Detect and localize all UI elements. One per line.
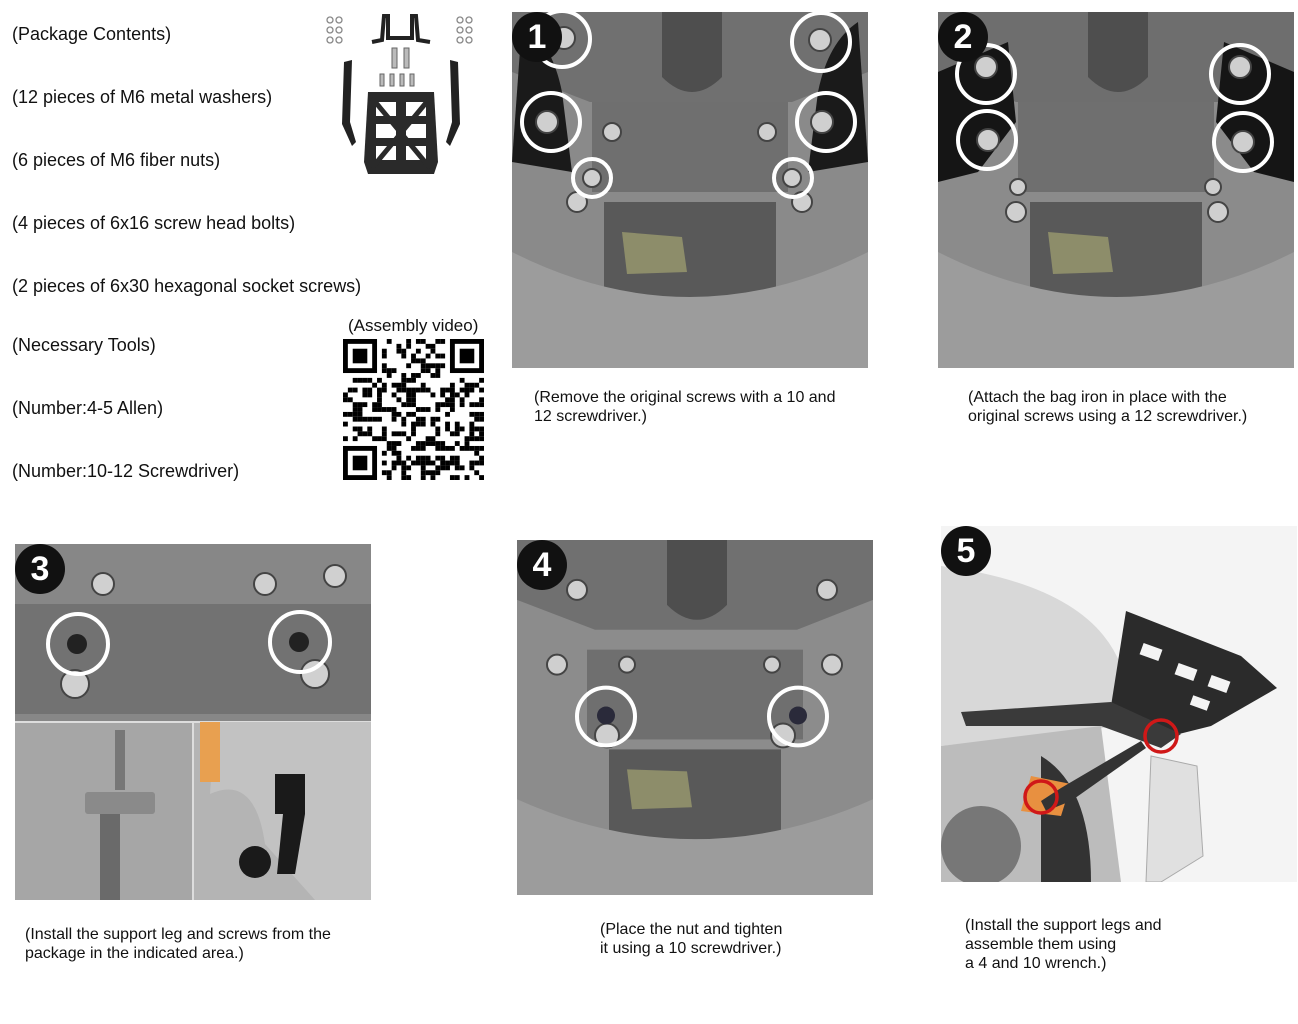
tools-title: (Necessary Tools)	[12, 335, 156, 355]
step-3-photo	[15, 544, 371, 900]
step-1-badge: 1	[512, 12, 562, 62]
step-1-photo	[512, 12, 868, 368]
package-item-socket-screws: (2 pieces of 6x30 hexagonal socket screw…	[12, 276, 362, 296]
tool-screwdriver: (Number:10-12 Screwdriver)	[12, 461, 240, 481]
package-item-fiber-nuts: (6 pieces of M6 fiber nuts)	[12, 150, 221, 170]
step-4-photo	[517, 540, 873, 895]
step-3-badge: 3	[15, 544, 65, 594]
tool-allen: (Number:4-5 Allen)	[12, 398, 164, 418]
step-1-caption: (Remove the original screws with a 10 an…	[534, 389, 836, 425]
step-2-badge: 2	[938, 12, 988, 62]
step-2-caption: (Attach the bag iron in place with the o…	[968, 389, 1248, 425]
assembly-video-qr-code[interactable]	[343, 339, 484, 480]
step-4-caption: (Place the nut and tighten it using a 10…	[600, 921, 783, 957]
rack-kit-illustration	[322, 12, 482, 180]
package-item-head-bolts: (4 pieces of 6x16 screw head bolts)	[12, 213, 296, 233]
step-5-badge: 5	[941, 526, 991, 576]
step-4-badge: 4	[517, 540, 567, 590]
step-5-photo	[941, 526, 1297, 882]
step-2-photo	[938, 12, 1294, 368]
qr-label: (Assembly video)	[348, 316, 479, 335]
package-contents-title: (Package Contents)	[12, 24, 172, 44]
step-3-caption: (Install the support leg and screws from…	[25, 926, 331, 962]
package-item-washers: (12 pieces of M6 metal washers)	[12, 87, 273, 107]
step-5-caption: (Install the support legs and assemble t…	[965, 917, 1162, 972]
